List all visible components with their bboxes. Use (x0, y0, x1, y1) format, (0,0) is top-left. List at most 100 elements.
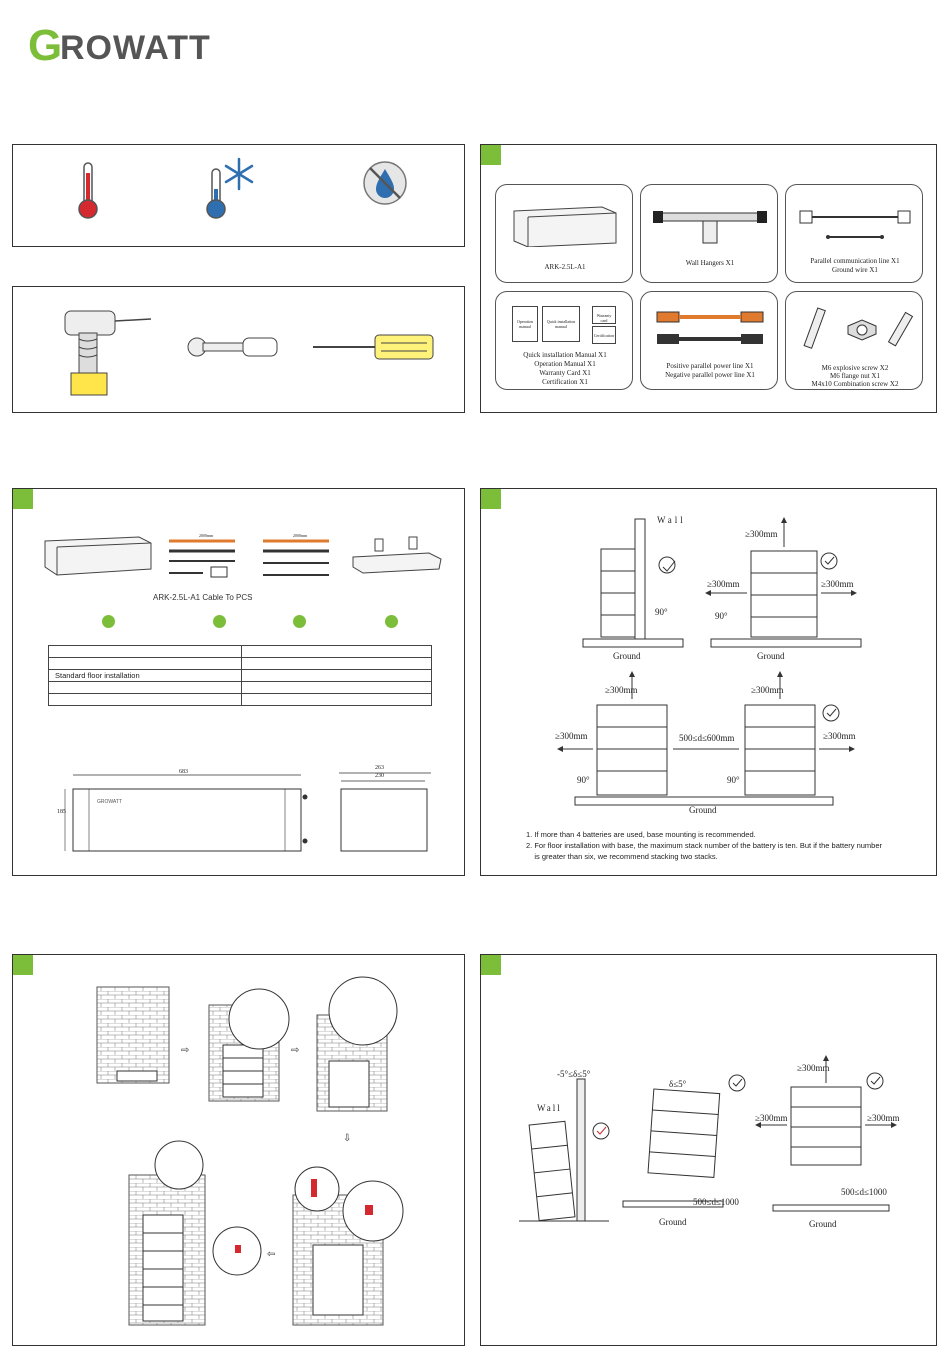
option-dot-3 (293, 615, 306, 628)
svg-text:⇨: ⇨ (291, 1045, 299, 1056)
clearance-left-1: ≥300mm (707, 579, 740, 589)
note-1: 1. If more than 4 batteries are used, ba… (526, 830, 756, 839)
tilt-ground-label-2: Ground (809, 1219, 837, 1229)
section-badge (481, 145, 501, 165)
section-badge (13, 489, 33, 509)
angle-label-4: 90° (727, 775, 740, 785)
tilt-clearance-top: ≥300mm (797, 1063, 830, 1073)
clearance-panel: Wall Ground Ground ≥300mm ≥300mm ≥300mm … (480, 488, 937, 876)
clearance-left-2: ≥300mm (555, 731, 588, 741)
section-badge (481, 955, 501, 975)
tilt-clearance-diagram (519, 1055, 897, 1222)
hangers-caption: Wall Hangers X1 (685, 259, 735, 267)
power-line-icon (656, 311, 764, 344)
doc-caption-4: Certification X1 (542, 378, 588, 386)
tilt-gap-label-2: 500≤d≤1000 (841, 1187, 887, 1197)
doc-caption-2: Operation Manual X1 (534, 360, 596, 368)
dim-length: 683 (179, 769, 188, 775)
angle-label-2: 90° (715, 611, 728, 621)
dim-depth-outer: 263 (375, 765, 384, 771)
environment-panel (12, 144, 465, 247)
tilt-gap-label-1: 500≤d≤1000 (693, 1197, 739, 1207)
installation-steps-panel: ⇨ ⇨ ⇩ ⇦ (12, 954, 465, 1346)
tilt-clearance-panel: -5°≤δ≤5° Wall δ≤5° ≥300mm ≥300mm ≥300mm … (480, 954, 937, 1346)
clearance-right-1: ≥300mm (821, 579, 854, 589)
ground-wire-caption: Ground wire X1 (832, 266, 878, 274)
table-row (48, 693, 432, 706)
thermometer-cold-icon (206, 157, 254, 219)
torque-wrench-icon (187, 337, 278, 357)
battery-front-dimension-drawing: GROWATT (64, 774, 308, 852)
no-water-icon (363, 161, 407, 205)
option-dot-1 (102, 615, 115, 628)
ground-label-2: Ground (757, 651, 785, 661)
svg-text:ROWATT: ROWATT (60, 29, 211, 67)
doc-warranty: Warranty card (592, 306, 616, 324)
doc-operation-manual: Operation manual (512, 306, 538, 342)
battery-side-dimension-drawing (339, 772, 431, 852)
item-card-battery: ARK-2.5L-A1 (495, 184, 633, 283)
base-mount-icon (352, 536, 442, 574)
battery-unit-icon (44, 536, 152, 576)
svg-text:G: G (28, 22, 62, 68)
screw-caption-2: M6 flange nut X1 (830, 372, 880, 380)
item-card-power-lines: Positive parallel power line X1 Negative… (640, 291, 778, 390)
electric-drill-icon (64, 310, 152, 396)
doc-caption-1: Quick installation Manual X1 (523, 351, 607, 359)
cable-set-b-icon (263, 539, 329, 576)
power-line-caption-1: Positive parallel power line X1 (666, 362, 754, 370)
table-row: Standard floor installation (48, 669, 432, 682)
item-card-documents: Operation manual Quick installation manu… (495, 291, 633, 390)
battery-icon (513, 206, 617, 247)
tools-panel (12, 286, 465, 413)
tilt-ground-label-1: Ground (659, 1217, 687, 1227)
stack-gap-label: 500≤d≤600mm (679, 733, 735, 743)
item-card-screws: M6 explosive screw X2 M6 flange nut X1 M… (785, 291, 923, 390)
note-2: 2. For floor installation with base, the… (526, 841, 882, 850)
screws-icon (803, 307, 914, 349)
screwdriver-icon (313, 334, 434, 360)
dim-depth-inner: 230 (375, 773, 384, 779)
option-dot-4 (385, 615, 398, 628)
communication-line-icon (799, 210, 911, 239)
option-dot-2 (213, 615, 226, 628)
cable-to-pcs-label: ARK-2.5L-A1 Cable To PCS (153, 593, 253, 602)
doc-certification: Certification (592, 326, 616, 344)
clearance-diagram (557, 517, 862, 806)
svg-text:GROWATT: GROWATT (97, 799, 122, 805)
angle-label-1: 90° (655, 607, 668, 617)
doc-quick-manual: Quick installation manual (542, 306, 580, 342)
tilt-clearance-right: ≥300mm (867, 1113, 900, 1123)
comm-line-caption: Parallel communication line X1 (810, 257, 900, 265)
options-dimensions-panel: 2000mm 2000mm ARK-2.5L-A1 Cable To PCS S… (12, 488, 465, 876)
ground-label-3: Ground (689, 805, 717, 815)
power-line-caption-2: Negative parallel power line X1 (665, 371, 755, 379)
ground-label-1: Ground (613, 651, 641, 661)
wall-hanger-icon (653, 211, 767, 244)
wall-label-2: Wall (537, 1103, 562, 1113)
screw-caption-1: M6 explosive screw X2 (821, 364, 889, 372)
svg-text:⇨: ⇨ (181, 1045, 189, 1056)
clearance-top-3: ≥300mm (751, 685, 784, 695)
section-badge (13, 955, 33, 975)
clearance-right-2: ≥300mm (823, 731, 856, 741)
table-row (48, 657, 432, 670)
screw-caption-3: M4x10 Combination screw X2 (811, 380, 899, 388)
clearance-top-1: ≥300mm (745, 529, 778, 539)
growatt-logo: G ROWATT (28, 22, 211, 68)
tilt-clearance-left: ≥300mm (755, 1113, 788, 1123)
note-3: is greater than six, we recommend stacki… (526, 852, 718, 861)
wall-label: Wall (657, 515, 686, 525)
table-row (48, 681, 432, 694)
installation-steps-diagram: ⇨ ⇨ ⇩ ⇦ (96, 976, 404, 1326)
item-card-comm-line: Parallel communication line X1 Ground wi… (785, 184, 923, 283)
package-contents-panel: ARK-2.5L-A1 Wall Hangers X1 Parallel com… (480, 144, 937, 413)
svg-text:⇩: ⇩ (343, 1133, 351, 1144)
doc-caption-3: Warranty Card X1 (539, 369, 591, 377)
item-card-hangers: Wall Hangers X1 (640, 184, 778, 283)
tilt-range-label: -5°≤δ≤5° (557, 1069, 591, 1079)
tilt-range-label-2: δ≤5° (669, 1079, 687, 1089)
section-badge (481, 489, 501, 509)
thermometer-hot-icon (78, 162, 98, 219)
svg-text:⇦: ⇦ (267, 1249, 275, 1260)
